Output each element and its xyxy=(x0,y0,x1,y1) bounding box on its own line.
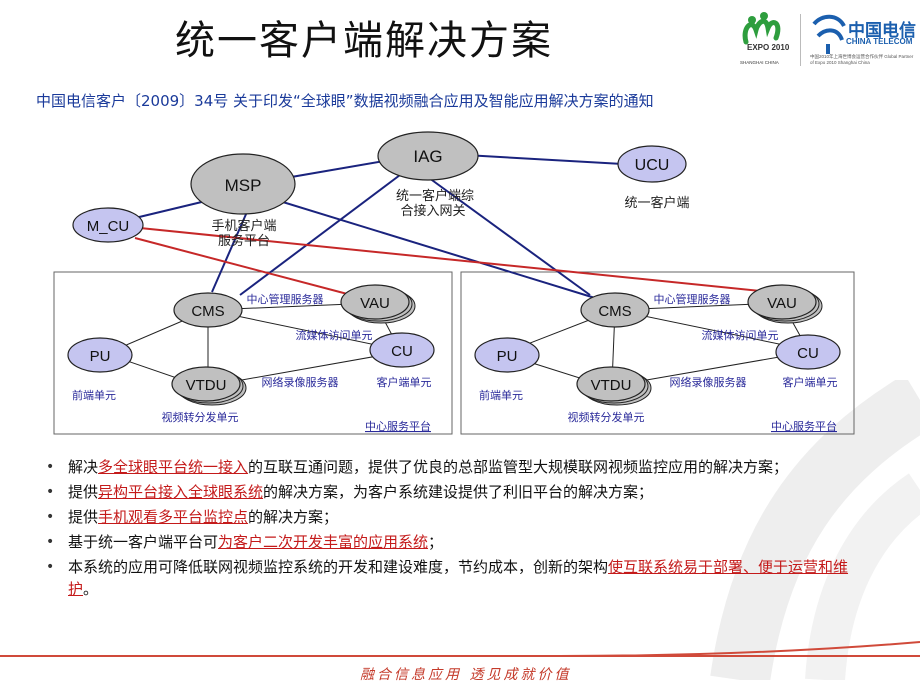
red-links xyxy=(134,227,771,297)
expo-logo-label: EXPO 2010 xyxy=(747,43,790,52)
msp-desc-2: 服务平台 xyxy=(218,233,270,249)
cu-node-right xyxy=(775,334,841,370)
bullet-item: 提供手机观看多平台监控点的解决方案； xyxy=(44,506,864,528)
msp-node xyxy=(190,153,296,215)
platform-box-left xyxy=(53,271,453,435)
cu-desc-left: 客户端单元 xyxy=(377,375,432,389)
cms-node-right xyxy=(580,292,650,328)
msp-node-label: MSP xyxy=(225,176,262,195)
iag-desc-2: 合接入网关 xyxy=(400,203,465,219)
cu-label-right: CU xyxy=(797,345,819,362)
nvr-desc-right: 网络录像服务器 xyxy=(670,375,747,389)
footer-slogan: 融合信息应用 透见成就价值 xyxy=(360,667,572,683)
ucu-node xyxy=(617,145,687,183)
mcu-node-label: M_CU xyxy=(87,218,130,235)
pu-node-right xyxy=(474,337,540,373)
vtdu-desc-left: 视频转分发单元 xyxy=(162,410,239,424)
blue-links xyxy=(109,154,641,299)
platform-name-right: 中心服务平台 xyxy=(771,419,837,433)
vtdu-node-left xyxy=(171,366,247,406)
pu-label-right: PU xyxy=(497,348,518,365)
cu-node-left xyxy=(369,332,435,368)
vtdu-node-right xyxy=(576,366,652,406)
msp-desc-1: 手机客户端 xyxy=(211,218,276,234)
vau-node-left xyxy=(340,284,416,324)
cu-label-left: CU xyxy=(391,343,413,360)
iag-node xyxy=(377,131,479,181)
china-telecom-logo-icon xyxy=(812,14,846,54)
ucu-node-label: UCU xyxy=(635,157,670,174)
vau-desc-left: 流媒体访问单元 xyxy=(296,328,373,342)
pu-desc-left: 前端单元 xyxy=(72,388,116,402)
vtdu-label-left: VTDU xyxy=(186,377,227,394)
pu-label-left: PU xyxy=(90,348,111,365)
vau-node-right xyxy=(747,284,823,324)
bullet-item: 本系统的应用可降低联网视频监控系统的开发和建设难度，节约成本，创新的架构使互联系… xyxy=(44,556,864,600)
bullet-highlight: 使互联系统易于部署、便于运营和维护 xyxy=(68,558,849,598)
bullet-highlight: 为客户二次开发丰富的应用系统 xyxy=(218,533,429,551)
cms-label-left: CMS xyxy=(191,303,224,320)
nvr-desc-left: 网络录像服务器 xyxy=(262,375,339,389)
bullet-highlight: 多全球眼平台统一接入 xyxy=(98,458,249,476)
cms-node-left xyxy=(173,292,243,328)
pu-node-left xyxy=(67,337,133,373)
mcu-node xyxy=(72,207,144,243)
vau-label-right: VAU xyxy=(767,295,797,312)
telecom-fine-print: 中国2010年上海世博会运营合作伙伴 Global Partner of Exp… xyxy=(810,54,914,65)
bullet-highlight: 手机观看多平台监控点 xyxy=(98,508,249,526)
vau-desc-right: 流媒体访问单元 xyxy=(702,328,779,342)
notice-line: 中国电信客户〔2009〕34号 关于印发“全球眼”数据视频融合应用及智能应用解决… xyxy=(36,92,654,110)
footer-arc xyxy=(560,641,920,657)
bullet-highlight: 异构平台接入全球眼系统 xyxy=(98,483,264,501)
vtdu-desc-right: 视频转分发单元 xyxy=(568,410,645,424)
architecture-diagram: IAG 统一客户端综 合接入网关 MSP 手机客户端 服务平台 UCU 统一客户… xyxy=(53,131,855,435)
footer-divider xyxy=(0,655,920,657)
cms-desc-left: 中心管理服务器 xyxy=(247,292,324,306)
ucu-desc: 统一客户端 xyxy=(624,195,689,211)
bullet-item: 提供异构平台接入全球眼系统的解决方案，为客户系统建设提供了利旧平台的解决方案； xyxy=(44,481,864,503)
bullet-list: 解决多全球眼平台统一接入的互联互通问题，提供了优良的总部监管型大规模联网视频监控… xyxy=(44,456,864,603)
bullet-item: 基于统一客户端平台可为客户二次开发丰富的应用系统； xyxy=(44,531,864,553)
platform-box-right xyxy=(460,271,855,435)
cms-desc-right: 中心管理服务器 xyxy=(654,292,731,306)
telecom-name-en: CHINA TELECOM xyxy=(846,37,913,46)
expo-logo-sub: SHANGHAI CHINA xyxy=(740,60,779,65)
pu-desc-right: 前端单元 xyxy=(479,388,523,402)
iag-node-label: IAG xyxy=(413,147,442,166)
vtdu-label-right: VTDU xyxy=(591,377,632,394)
logo-separator xyxy=(800,14,801,66)
vau-label-left: VAU xyxy=(360,295,390,312)
platform-name-left: 中心服务平台 xyxy=(365,419,431,433)
page-title: 统一客户端解决方案 xyxy=(175,18,553,64)
cu-desc-right: 客户端单元 xyxy=(783,375,838,389)
bullet-item: 解决多全球眼平台统一接入的互联互通问题，提供了优良的总部监管型大规模联网视频监控… xyxy=(44,456,864,478)
iag-desc-1: 统一客户端综 xyxy=(396,188,474,204)
cms-label-right: CMS xyxy=(598,303,631,320)
telecom-name-cn: 中国电信 xyxy=(848,21,916,41)
expo-logo-icon xyxy=(742,12,781,45)
